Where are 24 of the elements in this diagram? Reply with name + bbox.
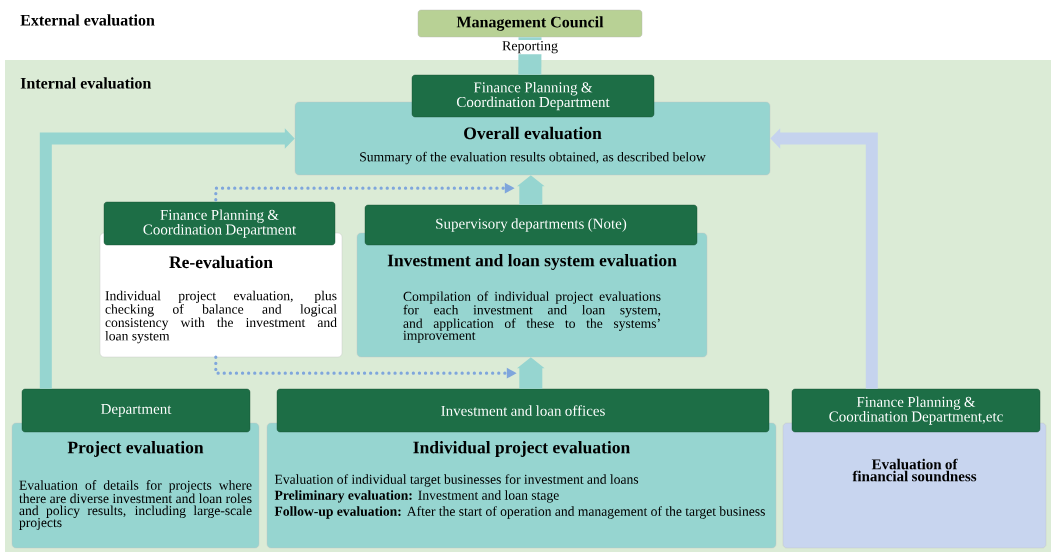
department-tab: Supervisory departments (Note) <box>364 204 698 246</box>
section-heading: Internal evaluation <box>20 77 152 89</box>
department-tab: Finance Planning & Coordination Department <box>411 74 655 118</box>
box-description: Compilation of individual project evaluations for each investment and loan system, and application of these to the systems’ improvement <box>403 291 661 343</box>
arrow <box>39 128 295 389</box>
box-description: Individual project evaluation, plus checking of balance and logical consistency with the investment and loan system <box>105 290 337 344</box>
section-heading: External evaluation <box>20 14 155 26</box>
department-tab: Finance Planning & Coordination Department <box>103 201 336 246</box>
box-description: Evaluation of details for projects where there are diverse investment and loan roles and policy results, including large-scale projects <box>19 480 252 530</box>
edge-label: Reporting <box>501 40 559 55</box>
box-description: Evaluation of individual target businesses for investment and loans <box>274 474 639 487</box>
box-title: Overall evaluation <box>464 126 602 140</box>
box-title: Investment and loan system evaluation <box>387 254 677 270</box>
box-title: Re-evaluation <box>169 255 273 269</box>
box-title: Individual project evaluation <box>413 441 630 457</box>
department-tab: Finance Planning & Coordination Department,etc <box>791 388 1041 433</box>
box-title: Project evaluation <box>67 441 204 457</box>
box-description: Preliminary evaluation: Investment and loan stage <box>274 490 559 503</box>
box-description: Summary of the evaluation results obtained, as described below <box>360 151 706 165</box>
department-tab: Department <box>21 388 251 433</box>
council-box: Management Council <box>417 9 643 38</box>
box-description: Follow-up evaluation: After the start of operation and management of the target business <box>274 506 765 519</box>
box-title: Evaluation of financial soundness <box>852 458 977 482</box>
department-tab: Investment and loan offices <box>276 388 770 433</box>
